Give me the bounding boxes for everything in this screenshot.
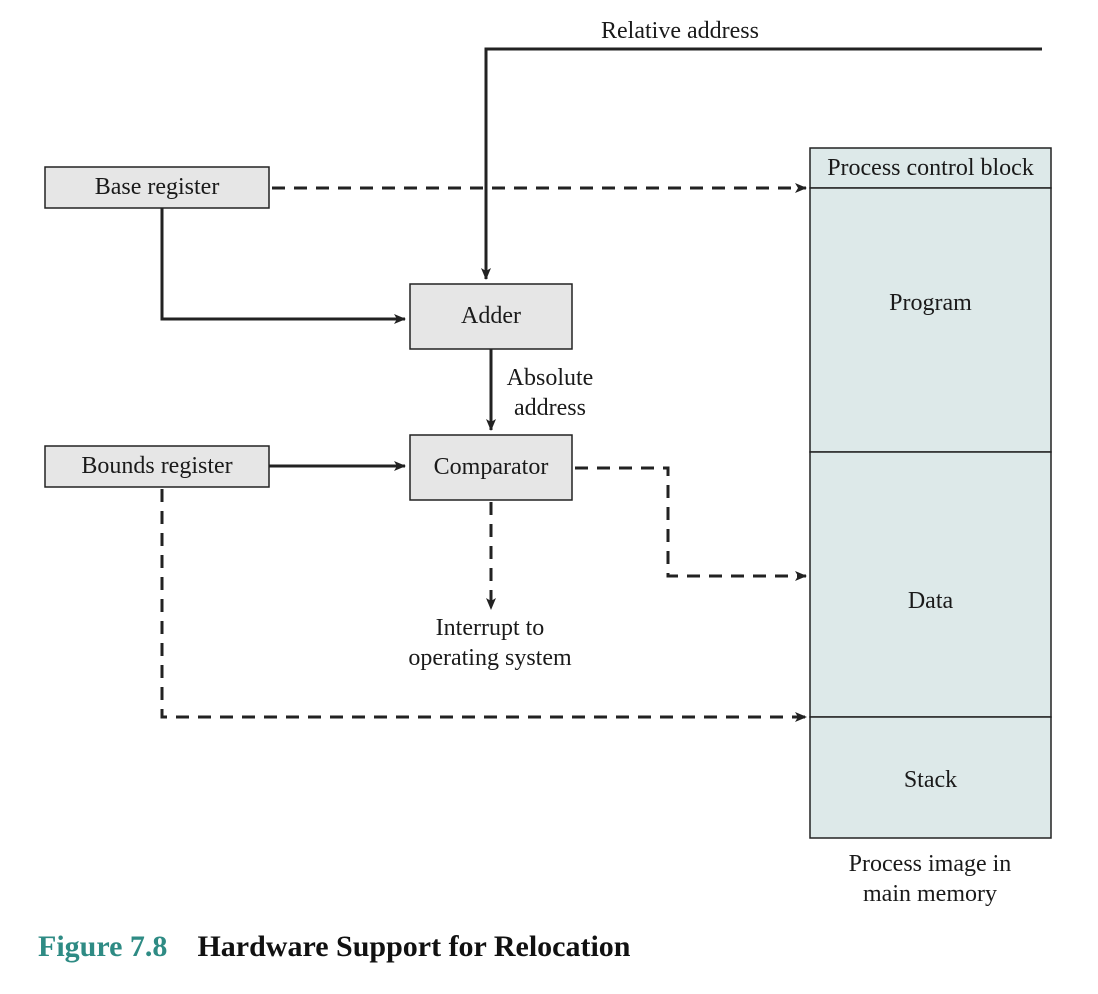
comparator-box xyxy=(409,434,573,501)
adder-label: Adder xyxy=(461,303,521,329)
data-label: Data xyxy=(907,587,954,614)
pcb-label: Process control block xyxy=(827,154,1034,181)
figure-caption: Figure 7.8 Hardware Support for Relocatio… xyxy=(38,930,630,964)
memory-caption-line1: Process image in xyxy=(848,851,1012,877)
program-segment xyxy=(809,187,1052,453)
stack-label: Stack xyxy=(903,766,958,793)
absolute-address-line1: Absolute xyxy=(506,365,594,391)
bounds-register-label: Bounds register xyxy=(81,453,233,479)
comparator-to-memory-dashed-arrow xyxy=(575,466,807,581)
bounds-register-box xyxy=(44,445,270,488)
bounds-to-memory-dashed-arrow xyxy=(160,489,807,722)
memory-caption-line2: main memory xyxy=(863,881,997,907)
program-label: Program xyxy=(889,289,972,316)
comparator-label: Comparator xyxy=(433,454,549,480)
base-to-adder-arrow xyxy=(160,208,406,324)
interrupt-line2: operating system xyxy=(408,645,572,671)
memory-caption: Process image in main memory xyxy=(800,849,1060,909)
figure-title: Hardware Support for Relocation xyxy=(197,930,631,963)
interrupt-line1: Interrupt to xyxy=(435,615,545,641)
base-register-box xyxy=(44,166,270,209)
relative-address-arrow xyxy=(481,47,1042,280)
stack-segment xyxy=(809,716,1052,839)
absolute-address-line2: address xyxy=(514,395,586,421)
data-segment xyxy=(809,451,1052,718)
figure-number: Figure 7.8 xyxy=(38,930,168,963)
adder-box xyxy=(409,283,573,350)
interrupt-label: Interrupt to operating system xyxy=(380,613,600,673)
relative-address-label: Relative address xyxy=(601,18,759,44)
base-register-label: Base register xyxy=(94,174,220,200)
absolute-address-label: Absolute address xyxy=(498,363,602,423)
